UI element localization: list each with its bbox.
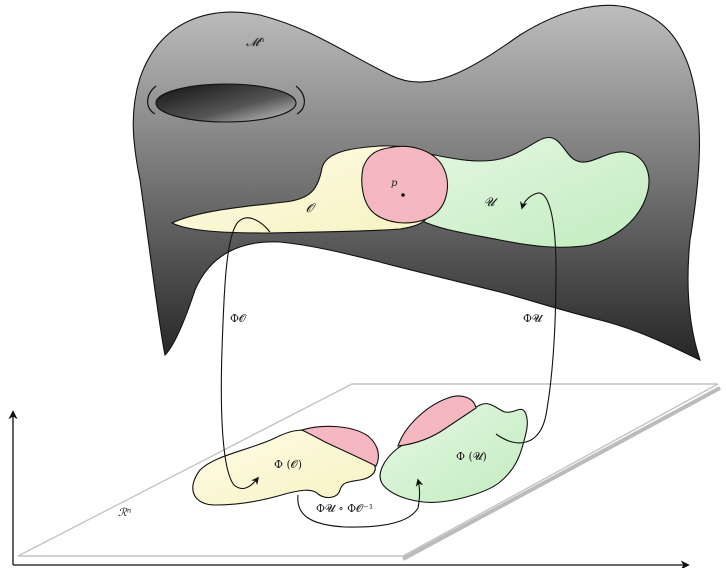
transition-label: Φ𝓤 ∘ Φ𝓞⁻¹ <box>316 502 373 515</box>
image-o-label: Φ (𝓞) <box>274 458 302 471</box>
chart-u-label: Φ𝓤 <box>523 312 544 325</box>
point-p-label: p <box>391 178 398 189</box>
overlap-region <box>362 146 448 223</box>
chart-o-label: Φ𝓞 <box>230 312 247 325</box>
image-u-label: Φ (𝓤) <box>456 450 487 463</box>
manifold-label: 𝓜ⁿ <box>246 35 264 49</box>
point-p-dot <box>401 193 405 197</box>
euclidean-label: ℛⁿ <box>118 506 131 519</box>
